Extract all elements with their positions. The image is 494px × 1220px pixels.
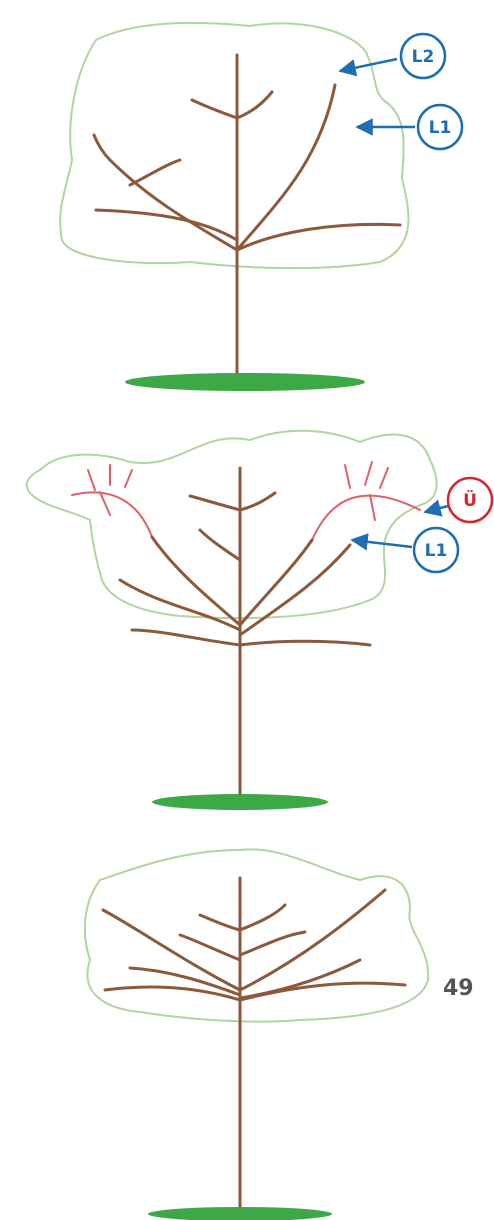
pruned-branches — [72, 462, 420, 540]
ground-mound — [125, 373, 365, 391]
canopy-outline — [60, 23, 408, 268]
lateral-branch-left — [96, 210, 237, 240]
callout-label: L2 — [412, 47, 435, 67]
twig — [370, 495, 375, 520]
mid-branch-left — [200, 530, 240, 560]
callout-label: Ü — [463, 489, 477, 511]
callout-l1: L1 — [352, 528, 458, 572]
upper-branch-right — [240, 493, 275, 510]
tree-diagram-2: Ü L1 — [27, 431, 492, 810]
twig — [100, 492, 110, 515]
upper-branch-right — [240, 905, 285, 930]
upper-branch-left — [192, 100, 237, 118]
branches — [120, 468, 370, 800]
lower-branch-right — [240, 641, 370, 645]
upper-branch-left — [200, 915, 240, 930]
page-number: 49 — [443, 976, 474, 1001]
callout-l1: L1 — [357, 105, 462, 149]
mid-branch-left — [180, 935, 240, 960]
tree-diagram-1: L2 L1 — [60, 23, 462, 391]
twig — [345, 465, 350, 488]
pruned-shoot-right — [312, 496, 420, 540]
scaffold-branch-left — [94, 135, 237, 250]
lower-branch-left — [132, 630, 240, 645]
lateral-branch-right — [240, 545, 350, 635]
lateral-branch-right — [237, 224, 400, 250]
branches — [103, 878, 405, 1210]
twig — [365, 462, 372, 485]
callout-u: Ü — [425, 478, 492, 522]
scaffold-branch-right — [240, 890, 385, 990]
callout-l2: L2 — [340, 34, 445, 78]
lateral-branch-left — [120, 580, 240, 630]
upper-branch-left — [190, 496, 240, 510]
branches — [94, 55, 400, 380]
twig — [130, 160, 180, 185]
ground-mound — [152, 794, 328, 810]
twig — [125, 470, 132, 487]
callout-label: L1 — [429, 118, 452, 138]
scaffold-branch-right — [240, 540, 312, 625]
twig — [380, 468, 388, 488]
arrow — [425, 506, 448, 512]
callout-label: L1 — [425, 541, 448, 561]
canopy-outline — [27, 431, 437, 618]
ground-mound — [148, 1207, 332, 1220]
upper-branch-right — [237, 92, 272, 118]
twig — [88, 470, 95, 490]
tree-diagram-3 — [85, 849, 428, 1220]
mid-branch-right — [240, 932, 305, 955]
lateral-branch-right — [240, 983, 405, 1000]
arrow — [352, 540, 412, 547]
pruned-shoot-left — [72, 492, 152, 537]
